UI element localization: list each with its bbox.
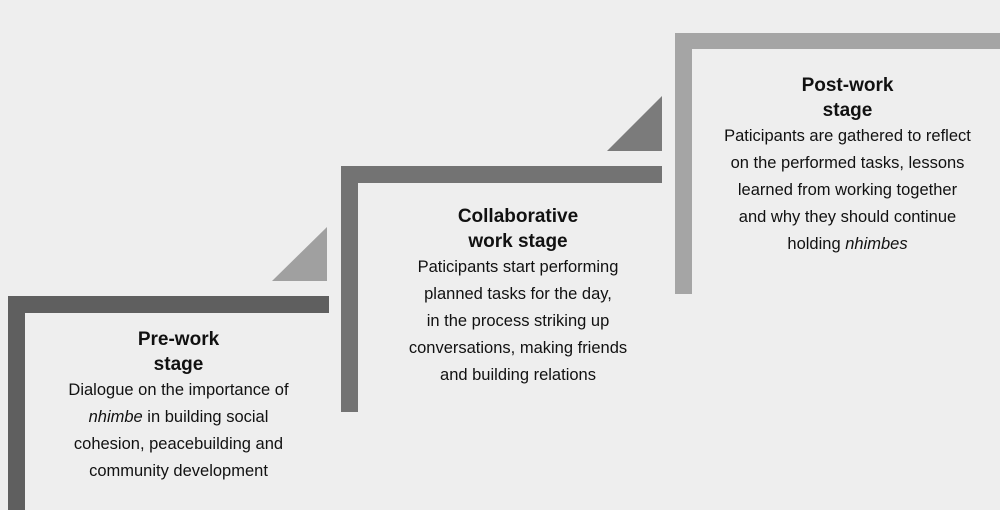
post-work-step-top-bar: [675, 33, 1000, 49]
stage-description: Paticipants start performing planned tas…: [368, 254, 668, 389]
pre-work-step-top-bar: [8, 296, 329, 313]
description-line: cohesion, peacebuilding and: [73, 435, 284, 453]
stage-title-line: Collaborative: [457, 206, 579, 227]
step-up-arrow-1: [272, 227, 327, 281]
collaborative-step-top-bar: [341, 166, 662, 183]
pre-work-stage: Pre-work stage Dialogue on the importanc…: [30, 327, 327, 485]
stage-title-line: stage: [153, 354, 204, 375]
stage-title: Post-work stage: [700, 73, 995, 123]
description-line: Dialogue on the importance of: [68, 381, 289, 399]
description-line: conversations, making friends: [408, 339, 628, 357]
pre-work-step-side-bar: [8, 296, 25, 510]
stage-title-line: Post-work: [801, 75, 894, 96]
stage-title-line: work stage: [468, 231, 568, 252]
post-work-stage: Post-work stage Paticipants are gathered…: [700, 73, 995, 258]
description-line: planned tasks for the day,: [424, 285, 612, 303]
stage-description: Paticipants are gathered to reflect on t…: [700, 123, 995, 258]
description-line: Paticipants start performing: [417, 258, 619, 276]
stage-title-line: Pre-work: [137, 329, 220, 350]
description-line: and building relations: [440, 366, 596, 384]
description-line: holding nhimbes: [787, 235, 908, 253]
description-line: nhimbe in building social: [88, 408, 269, 426]
description-line: and why they should continue: [738, 208, 957, 226]
collaborative-step-side-bar: [341, 166, 358, 412]
post-work-step-side-bar: [675, 33, 692, 294]
stage-title: Pre-work stage: [30, 327, 327, 377]
stage-title: Collaborative work stage: [368, 204, 668, 254]
collaborative-work-stage: Collaborative work stage Paticipants sta…: [368, 204, 668, 389]
description-line: on the performed tasks, lessons: [730, 154, 965, 172]
description-line: learned from working together: [737, 181, 958, 199]
stage-description: Dialogue on the importance of nhimbe in …: [30, 377, 327, 485]
step-up-arrow-2: [607, 96, 662, 151]
stage-title-line: stage: [822, 100, 873, 121]
description-line: Paticipants are gathered to reflect: [724, 127, 971, 145]
description-line: in the process striking up: [426, 312, 610, 330]
description-line: community development: [89, 462, 268, 480]
